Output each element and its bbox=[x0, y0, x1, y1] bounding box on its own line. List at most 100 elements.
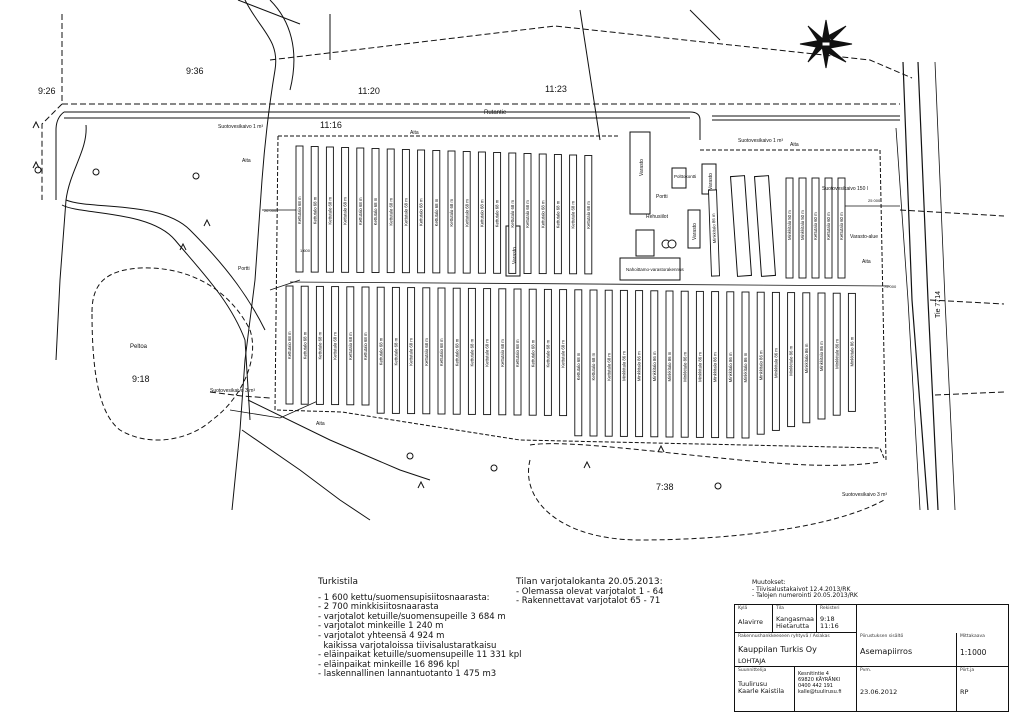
shed-label: Kettutalo 68 m bbox=[328, 196, 333, 224]
shed-label: Minkkitalo 86 m bbox=[774, 348, 779, 378]
shed-label: Kettutalo 68 m bbox=[373, 197, 378, 225]
shed-label: Minkkitalo 86 m bbox=[850, 336, 855, 366]
notes-title: Turkistila bbox=[318, 577, 358, 587]
shed-outline bbox=[498, 288, 507, 416]
shed-label: Kettutalo 68 m bbox=[378, 337, 383, 365]
shed: Minkkitalo 86 m bbox=[680, 290, 689, 438]
revision-line: - Talojen numerointi 20.05.2013/RK bbox=[752, 592, 858, 599]
shed-label: Minkkitalo 86 m bbox=[728, 352, 733, 382]
shed-outline bbox=[295, 145, 304, 273]
shed: Minkkitalo 86 m bbox=[741, 291, 750, 439]
shed: Minkkitalo 86 m bbox=[817, 292, 826, 420]
shed-outline bbox=[462, 151, 471, 274]
shed-outline bbox=[553, 154, 562, 275]
shed-outline bbox=[315, 285, 324, 405]
shed-outline bbox=[569, 154, 578, 275]
shed: Kettutalo 68 m bbox=[386, 148, 395, 274]
note-line: - Rakennettavat varjotalot 65 - 71 bbox=[516, 596, 661, 607]
note-line: - 2 700 minkkisiitosnaarasta bbox=[318, 602, 439, 613]
revisions-title: Muutokset: bbox=[752, 579, 786, 586]
shed-label: Kettutalo 68 m bbox=[525, 200, 530, 228]
shed: Minkkitalo 86 m bbox=[665, 290, 674, 438]
shed-outline bbox=[584, 155, 593, 275]
shed: Kettutalo 68 m bbox=[361, 286, 370, 406]
revision-notes: Muutokset: - Tiivisalustakaivot 12.4.201… bbox=[752, 579, 858, 600]
parcel-label: 9:36 bbox=[186, 66, 204, 76]
shed-outline bbox=[528, 288, 537, 416]
shed: Kettutalo 68 m bbox=[569, 154, 578, 275]
shed-label: Kettutalo 60 m bbox=[813, 212, 818, 240]
title-block-key: Mittakaava bbox=[960, 634, 985, 639]
shed-outline bbox=[523, 153, 532, 274]
shed-label: Minkkitalo 86 m bbox=[713, 352, 718, 382]
shed: Kettutalo 68 m bbox=[356, 147, 365, 273]
highway-label: Tie 7714 bbox=[935, 291, 942, 318]
parcel-label: 7:38 bbox=[656, 482, 674, 492]
shed-label: Kettutalo 68 m bbox=[388, 198, 393, 226]
shed-outline bbox=[417, 149, 426, 274]
feed-silos bbox=[635, 229, 655, 257]
shed-outline bbox=[538, 153, 547, 275]
note-line: - eläinpaikat ketuille/suomensupeille 11… bbox=[318, 650, 522, 661]
parcel-label: 11:16 bbox=[320, 120, 342, 130]
shed: Kettutalo 68 m bbox=[422, 287, 431, 415]
shed: Kettutalo 68 m bbox=[508, 152, 517, 274]
shed-label: Minkkitalo 86 m bbox=[682, 351, 687, 381]
shed-outline bbox=[325, 146, 334, 273]
dimension-label: 75 000 bbox=[884, 284, 897, 289]
date-value: 23.06.2012 bbox=[860, 688, 898, 696]
shed-label: Minkkitalo 86 m bbox=[698, 352, 703, 382]
shed-outline bbox=[477, 151, 486, 274]
note-line: - varjotalot minkeille 1 240 m bbox=[318, 621, 444, 632]
client-value: Kauppilan Turkis Oy bbox=[738, 645, 817, 654]
shed-outline bbox=[331, 286, 340, 406]
road-label: Rutantie bbox=[484, 110, 507, 116]
shed-outline bbox=[604, 289, 613, 437]
shed-label: Kettutalo 68 m bbox=[409, 338, 414, 366]
building-label: Varasto bbox=[512, 247, 518, 264]
note-line: - Olemassa olevat varjotalot 1 - 64 bbox=[516, 586, 664, 597]
shed: Kettutalo 68 m bbox=[493, 152, 502, 274]
building-label: Varasto-alue bbox=[850, 234, 878, 240]
shed: Kettutalo 68 m bbox=[584, 155, 593, 275]
shed-label: Kettutalo 68 m bbox=[591, 352, 596, 380]
shed-label: Kettutalo 68 m bbox=[606, 353, 611, 381]
tank-label: Suotovesikaivo 1 m³ bbox=[738, 138, 783, 144]
shed-label: Kettutalo 68 m bbox=[515, 339, 520, 367]
shed: Kettutalo 68 m bbox=[331, 286, 340, 406]
shed-outline bbox=[432, 150, 441, 274]
shed-label: Kettutalo 68 m bbox=[464, 199, 469, 227]
shed: Kettutalo 68 m bbox=[300, 285, 309, 405]
shed: Minkkitalo 50 m bbox=[798, 177, 807, 279]
shed-label: Kettutalo 68 m bbox=[470, 338, 475, 366]
shed-label: Kettutalo 68 m bbox=[485, 339, 490, 367]
shed-outline bbox=[285, 285, 294, 405]
shed-label: Kettutalo 68 m bbox=[586, 201, 591, 229]
building-label: Varasto bbox=[692, 223, 698, 240]
shed: Kettutalo 68 m bbox=[553, 154, 562, 275]
shed-outline bbox=[802, 292, 811, 424]
shed: Kettutalo 68 m bbox=[543, 288, 552, 416]
shed-label: Kettutalo 68 m bbox=[439, 338, 444, 366]
shed: Kettutalo 68 m bbox=[538, 153, 547, 275]
tank-label: Suotovesikaivo 3 m³ bbox=[842, 492, 887, 498]
shed-outline bbox=[346, 286, 355, 406]
shed-outline bbox=[574, 289, 583, 437]
shed-label: Kettutalo 68 m bbox=[530, 339, 535, 367]
shed-outline bbox=[589, 289, 598, 437]
shed: Minkkitalo 86 m bbox=[802, 292, 811, 424]
shed-outline bbox=[665, 290, 674, 438]
shed: Kettutalo 68 m bbox=[310, 146, 319, 273]
shed: Kettutalo 68 m bbox=[391, 286, 400, 414]
road-rutantie bbox=[55, 111, 900, 200]
building-label: Nahoittamo-varastorakennus bbox=[626, 267, 685, 272]
building-label: Varasto bbox=[708, 173, 714, 190]
place-value: LOHTAJA bbox=[738, 657, 766, 665]
shed: Kettutalo 68 m bbox=[604, 289, 613, 437]
buildings bbox=[505, 131, 777, 281]
shed: Kettutalo 68 m bbox=[325, 146, 334, 273]
shed-label: Kettutalo 68 m bbox=[454, 338, 459, 366]
shed-label: Kettutalo 68 m bbox=[500, 339, 505, 367]
shed: Kettutalo 68 m bbox=[462, 151, 471, 274]
